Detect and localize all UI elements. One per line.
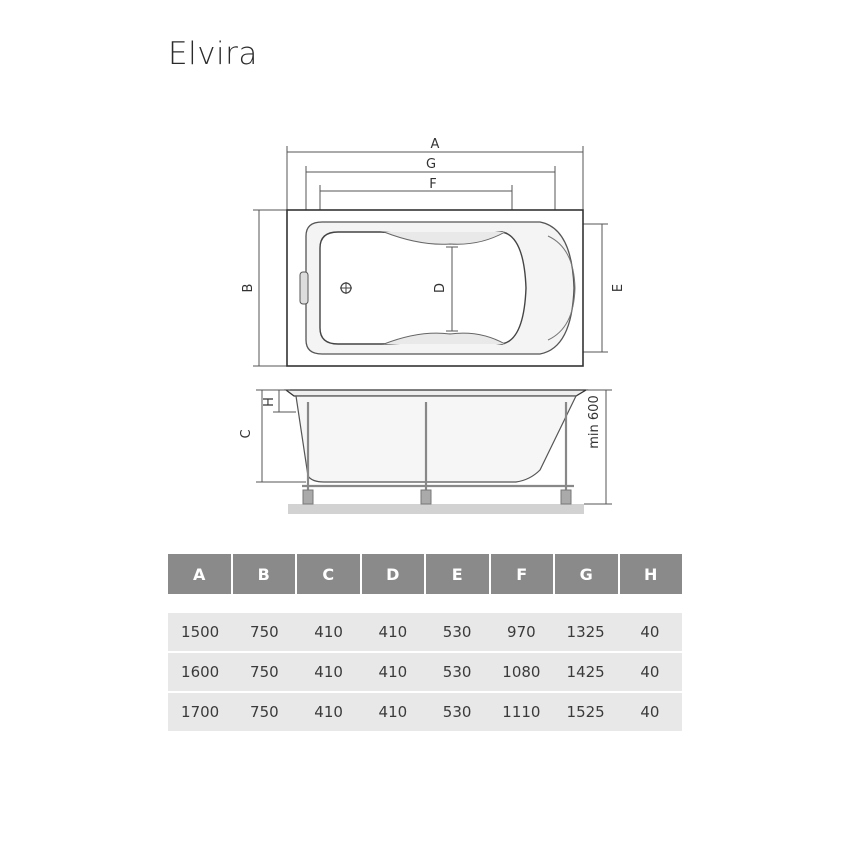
table-cell: 410 (314, 663, 343, 681)
table-cell: 1110 (502, 703, 541, 721)
table-cell: 530 (442, 663, 472, 681)
table-cell: 410 (378, 703, 408, 721)
table-cell: 1525 (566, 703, 605, 721)
label-min-height: min 600 (587, 395, 602, 448)
header-cell-a: A (168, 554, 231, 594)
table-header-row: A B C D E F G H (168, 554, 682, 594)
header-cell-g: G (555, 554, 618, 594)
table-cell: 1425 (566, 663, 605, 681)
table-cell: 410 (314, 623, 343, 641)
table-cell: 1080 (502, 663, 541, 681)
floor (288, 504, 584, 514)
table-cell: 410 (378, 663, 408, 681)
label-g: G (426, 157, 436, 172)
table-cell: 1325 (566, 623, 605, 641)
bathtub-side-view (256, 389, 612, 514)
table-cell: 1700 (181, 703, 220, 721)
table-cell: 750 (250, 703, 279, 721)
table-cell: 410 (378, 623, 408, 641)
table-cell: 1500 (181, 623, 220, 641)
header-cell-b: B (232, 554, 295, 594)
table-cell: 40 (640, 663, 660, 681)
label-e: E (611, 284, 626, 292)
table-cell: 970 (507, 623, 536, 641)
label-a: A (431, 137, 440, 152)
bathtub-top-view (286, 209, 584, 367)
table-cell: 40 (640, 703, 660, 721)
bathtub-technical-drawing: A G F B D E C H min 600 (239, 137, 626, 514)
header-cell-f: F (490, 554, 553, 594)
dimensions-table: A B C D E F G H 1500 750 410 410 530 970… (168, 554, 682, 733)
table-cell: 40 (640, 623, 660, 641)
table-cell: 410 (314, 703, 343, 721)
label-d: D (433, 283, 448, 293)
leg (420, 489, 432, 505)
table-cell: 750 (250, 663, 279, 681)
table-row: 1700 750 410 410 530 1110 1525 40 (168, 693, 682, 731)
label-c: C (239, 429, 254, 438)
table-row: 1500 750 410 410 530 970 1325 40 (168, 613, 682, 651)
overflow-icon (299, 271, 309, 305)
header-cell-c: C (297, 554, 360, 594)
leg (302, 489, 314, 505)
label-b: B (241, 284, 256, 293)
table-cell: 530 (442, 623, 472, 641)
leg (560, 489, 572, 505)
header-cell-h: H (619, 554, 682, 594)
product-title: Elvira (168, 36, 258, 72)
label-h: H (262, 397, 277, 407)
label-f: F (429, 177, 436, 192)
table-row: 1600 750 410 410 530 1080 1425 40 (168, 653, 682, 691)
table-cell: 1600 (181, 663, 220, 681)
header-cell-d: D (361, 554, 424, 594)
header-cell-e: E (426, 554, 489, 594)
table-cell: 530 (442, 703, 472, 721)
table-cell: 750 (250, 623, 279, 641)
